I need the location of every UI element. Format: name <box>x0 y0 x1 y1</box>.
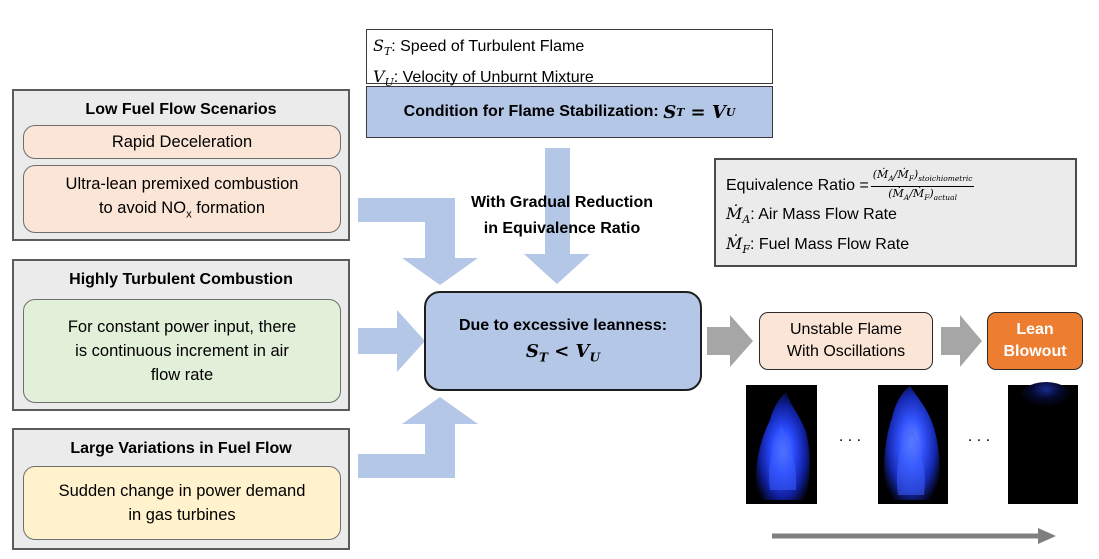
ultra-lean-item: Ultra-lean premixed combustion to avoid … <box>23 165 341 233</box>
equivalence-ratio-row: Equivalence Ratio = (ṀA/ṀF)stoichiometri… <box>726 168 1075 203</box>
stabilization-rhs-sub: U <box>725 105 736 119</box>
fuel-variation-title: Large Variations in Fuel Flow <box>70 440 292 457</box>
st-definition: ST: Speed of Turbulent Flame <box>373 33 772 64</box>
st-subscript: T <box>383 45 392 59</box>
vu-symbol: V <box>373 67 385 87</box>
stabilization-rhs: V <box>711 101 726 123</box>
air-flow-definition: ṀA: Air Mass Flow Rate <box>726 202 1075 232</box>
fuel-symbol: Ṁ <box>726 234 743 254</box>
unstable-flame-box: Unstable Flame With Oscillations <box>759 312 933 370</box>
gray-arrow-1 <box>707 315 753 367</box>
stabilization-label: Condition for Flame Stabilization: <box>403 103 664 120</box>
turbulent-combustion-box: Highly Turbulent Combustion For constant… <box>12 259 350 411</box>
blowout-line-2: Blowout <box>1003 343 1067 360</box>
fuel-variation-box: Large Variations in Fuel Flow Sudden cha… <box>12 428 350 550</box>
flame-image-1 <box>746 385 817 504</box>
bent-arrow-top <box>358 198 478 285</box>
low-fuel-flow-box: Low Fuel Flow Scenarios Rapid Decelerati… <box>12 89 350 241</box>
fraction-denominator: (ṀA/ṀF)actual <box>888 186 957 202</box>
stabilization-op: = <box>684 101 712 123</box>
power-demand-item: Sudden change in power demand in gas tur… <box>23 466 341 540</box>
straight-arrow-middle <box>358 310 425 372</box>
turbulent-combustion-title: Highly Turbulent Combustion <box>69 271 293 288</box>
vu-subscript: U <box>384 76 394 90</box>
flame-image-3 <box>1008 382 1078 504</box>
flame-image-2 <box>878 385 948 504</box>
blowout-line-1: Lean <box>1016 321 1054 338</box>
excessive-leanness-box: Due to excessive leanness: ST < VU <box>424 291 702 391</box>
time-arrow-head <box>1038 528 1056 544</box>
nox-line: to avoid NOx formation <box>98 198 266 221</box>
low-fuel-flow-title: Low Fuel Flow Scenarios <box>85 101 277 118</box>
stabilization-lhs: S <box>663 101 677 123</box>
leanness-label: Due to excessive leanness: <box>458 317 668 335</box>
rapid-deceleration-item: Rapid Deceleration <box>23 125 341 159</box>
fuel-flow-definition: ṀF: Fuel Mass Flow Rate <box>726 232 1075 262</box>
st-symbol: S <box>373 36 384 55</box>
equivalence-fraction: (ṀA/ṀF)stoichiometric (ṀA/ṀF)actual <box>870 168 975 203</box>
gradual-reduction-label: With Gradual Reduction in Equivalence Ra… <box>452 190 672 242</box>
vu-definition: VU: Velocity of Unburnt Mixture <box>373 64 772 95</box>
vertical-arrow-top <box>524 148 590 284</box>
definitions-box: ST: Speed of Turbulent Flame VU: Velocit… <box>366 29 773 89</box>
gray-arrow-2 <box>941 315 982 367</box>
gradual-line-1: With Gradual Reduction <box>470 194 654 211</box>
ellipsis-2: . . . <box>967 428 991 445</box>
unstable-line-1: Unstable Flame <box>789 321 903 338</box>
fuel-text: : Fuel Mass Flow Rate <box>749 236 910 254</box>
unstable-line-2: With Oscillations <box>786 343 906 360</box>
fuel-subscript: F <box>742 243 750 257</box>
constant-power-item: For constant power input, there is conti… <box>23 299 341 403</box>
fraction-numerator: (ṀA/ṀF)stoichiometric <box>870 168 975 187</box>
air-symbol: Ṁ <box>726 204 743 223</box>
leanness-condition: ST < VU <box>525 341 601 365</box>
bent-arrow-bottom <box>358 397 478 478</box>
st-text: : Speed of Turbulent Flame <box>391 38 585 55</box>
air-subscript: A <box>742 213 751 227</box>
air-text: : Air Mass Flow Rate <box>750 206 897 223</box>
lean-blowout-box: Lean Blowout <box>987 312 1083 370</box>
stabilization-lhs-sub: T <box>676 105 685 119</box>
gradual-line-2: in Equivalence Ratio <box>483 220 641 237</box>
equivalence-box: Equivalence Ratio = (ṀA/ṀF)stoichiometri… <box>714 158 1077 267</box>
ellipsis-1: . . . <box>838 428 862 445</box>
vu-text: : Velocity of Unburnt Mixture <box>393 69 594 87</box>
equivalence-label: Equivalence Ratio = <box>726 177 869 194</box>
